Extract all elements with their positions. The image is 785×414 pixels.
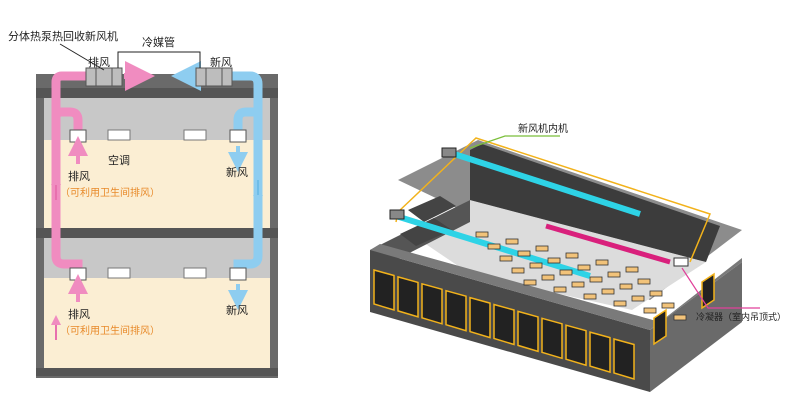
fresh-label-f1: 新风 [226, 165, 248, 179]
unit-label-leader [59, 43, 105, 71]
right-wall [650, 262, 742, 392]
desk [631, 295, 645, 302]
fresh-grille-f2 [229, 267, 247, 281]
desk [529, 262, 543, 269]
right-rim [650, 258, 742, 330]
desk [613, 300, 627, 307]
desk [619, 283, 633, 290]
small-room-1 [408, 196, 456, 222]
interior-floor [408, 200, 706, 310]
desk [523, 279, 537, 286]
small-room-2 [400, 218, 452, 246]
desk [499, 255, 513, 262]
desk [535, 245, 549, 252]
ac-unit-f1-a [107, 129, 131, 141]
exhaust-note-f1: （可利用卫生间排风） [60, 186, 160, 199]
refrigerant-pipe-label: 冷媒管 [142, 35, 175, 49]
fresh-unit-box [195, 67, 233, 87]
exhaust-label-f1: 排风 [68, 169, 90, 183]
front-windows [373, 269, 635, 381]
condenser-unit [673, 257, 689, 267]
exhaust-riser [51, 71, 86, 118]
indoor-unit-leader [469, 135, 560, 149]
exhaust-note-f2: （可利用卫生间排风） [60, 324, 160, 337]
front-window [565, 324, 587, 367]
right-window-1 [653, 308, 667, 346]
indoor-unit-label: 新风机内机 [518, 122, 568, 135]
fresh-duct-branch [233, 107, 258, 132]
desk [505, 238, 519, 245]
floor-slab-bottom [36, 368, 278, 376]
ac-unit-f1-b [183, 129, 207, 141]
desk [487, 243, 501, 250]
front-window [445, 289, 467, 332]
desk [583, 293, 597, 300]
desk [595, 259, 609, 266]
desk [589, 276, 603, 283]
left-section-diagram: 分体热泵热回收新风机 冷媒管 排风 新风 空调 排风 （可利用卫生间排风） 新风… [8, 29, 278, 378]
front-window [613, 338, 635, 381]
front-rim [370, 244, 660, 330]
back-wall [470, 144, 720, 262]
exhaust-unit-box [85, 67, 123, 87]
exhaust-label-f2: 排风 [68, 307, 90, 321]
desk [565, 252, 579, 259]
desk [571, 281, 585, 288]
desk [649, 290, 663, 297]
desk [643, 307, 657, 314]
front-window [397, 275, 419, 318]
exhaust-grille-f2 [69, 267, 87, 281]
refrigerant-pipe-bracket [117, 51, 201, 58]
fresh-label-f2: 新风 [226, 303, 248, 317]
front-window [373, 269, 395, 312]
desk [475, 231, 489, 238]
condenser-label: 冷凝器（室内吊顶式） [696, 311, 785, 323]
front-window [541, 317, 563, 360]
classroom-desks [475, 231, 687, 321]
front-window [469, 296, 491, 339]
desk [541, 274, 555, 281]
desk [553, 286, 567, 293]
desk [673, 314, 687, 321]
fresh-grille-f1 [229, 129, 247, 143]
indoor-unit-lower [389, 209, 405, 220]
exhaust-top-label: 排风 [88, 55, 110, 69]
fresh-duct [232, 71, 263, 272]
front-window [421, 282, 443, 325]
fresh-duct-upper [447, 149, 641, 217]
desk [661, 302, 675, 309]
desk [625, 266, 639, 273]
front-window [589, 331, 611, 374]
roof-slab [36, 88, 278, 98]
desk [601, 288, 615, 295]
desk [517, 250, 531, 257]
front-window [493, 303, 515, 346]
condenser-leader [681, 267, 760, 309]
condenser-duct [545, 223, 671, 265]
right-isometric-diagram: 新风机内机 冷凝器（室内吊顶式） [370, 122, 785, 392]
indoor-unit-upper [441, 147, 457, 158]
desk [547, 257, 561, 264]
fresh-top-label: 新风 [210, 55, 232, 69]
roof-outline [397, 137, 712, 263]
desk [637, 278, 651, 285]
desk [577, 264, 591, 271]
floor-slab-mid [36, 228, 278, 238]
ac-label: 空调 [108, 153, 130, 167]
front-window [517, 310, 539, 353]
exhaust-grille-f1 [69, 129, 87, 143]
ac-unit-f2-a [107, 267, 131, 279]
desk [511, 267, 525, 274]
desk [559, 269, 573, 276]
unit-label: 分体热泵热回收新风机 [8, 29, 118, 43]
desk [607, 271, 621, 278]
ac-unit-f2-b [183, 267, 207, 279]
